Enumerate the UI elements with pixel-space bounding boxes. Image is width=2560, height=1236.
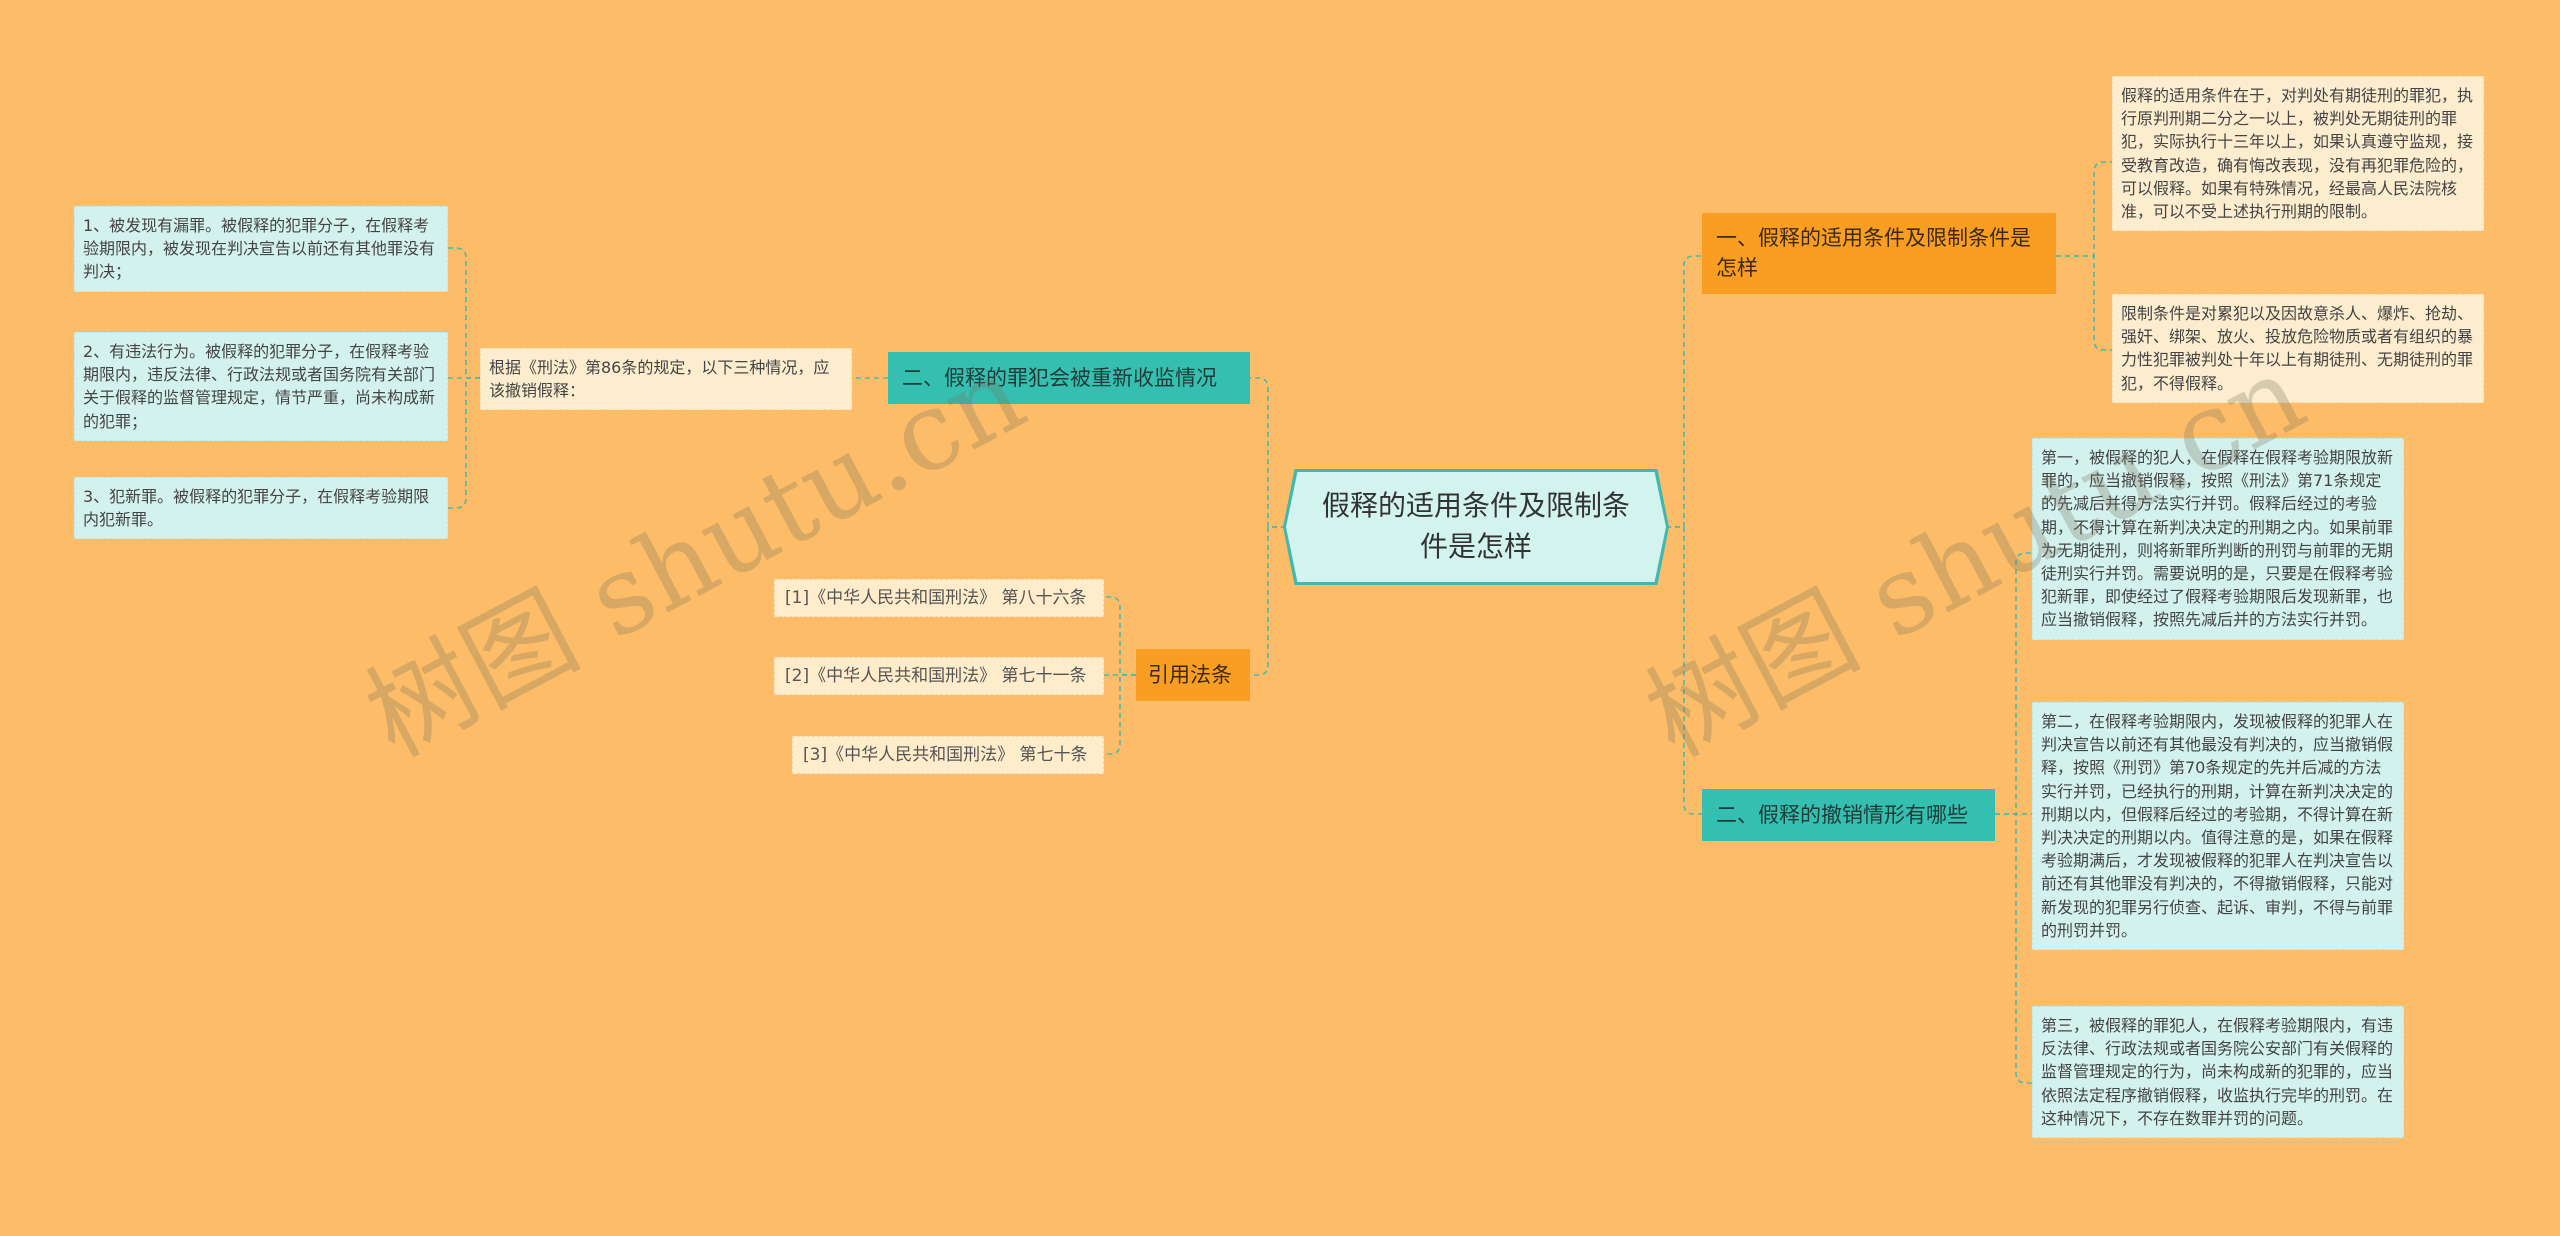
branch-reincarceration[interactable]: 二、假释的罪犯会被重新收监情况 [888,352,1250,404]
ref-article-86[interactable]: [1]《中华人民共和国刑法》 第八十六条 [774,579,1104,617]
leaf-text: 第三，被假释的罪犯人，在假释考验期限内，有违反法律、行政法规或者国务院公安部门有… [2041,1016,2394,1128]
leaf-revocation-third[interactable]: 第三，被假释的罪犯人，在假释考验期限内，有违反法律、行政法规或者国务院公安部门有… [2032,1006,2404,1138]
leaf-revocation-second[interactable]: 第二，在假释考验期限内，发现被假释的犯罪人在判决宣告以前还有其他最没有判决的，应… [2032,702,2404,950]
leaf-text: 第一，被假释的犯人，在假释在假释考验期限放新罪的，应当撤销假释，按照《刑法》第7… [2041,448,2394,630]
leaf-text: 根据《刑法》第86条的规定，以下三种情况，应该撤销假释： [489,358,830,401]
branch-cited-laws-label: 引用法条 [1148,663,1232,687]
leaf-restriction-detail[interactable]: 限制条件是对累犯以及因故意杀人、爆炸、抢劫、强奸、绑架、放火、投放危险物质或者有… [2112,294,2484,403]
branch-revocation-cases[interactable]: 二、假释的撤销情形有哪些 [1702,789,1995,841]
central-topic-label: 假释的适用条件及限制条件是怎样 [1321,489,1630,563]
ref-article-71[interactable]: [2]《中华人民共和国刑法》 第七十一条 [774,657,1104,695]
leaf-case-undiscovered-crime[interactable]: 1、被发现有漏罪。被假释的犯罪分子，在假释考验期限内，被发现在判决宣告以前还有其… [74,206,448,292]
leaf-case-illegal-behavior[interactable]: 2、有违法行为。被假释的犯罪分子，在假释考验期限内，违反法律、行政法规或者国务院… [74,332,448,441]
leaf-text: 假释的适用条件在于，对判处有期徒刑的罪犯，执行原判刑期二分之一以上，被判处无期徒… [2121,86,2474,221]
leaf-text: 2、有违法行为。被假释的犯罪分子，在假释考验期限内，违反法律、行政法规或者国务院… [83,342,436,431]
ref-text: [1]《中华人民共和国刑法》 第八十六条 [785,588,1087,608]
leaf-applicable-condition-detail[interactable]: 假释的适用条件在于，对判处有期徒刑的罪犯，执行原判刑期二分之一以上，被判处无期徒… [2112,76,2484,232]
ref-text: [3]《中华人民共和国刑法》 第七十条 [803,745,1088,765]
branch-cited-laws[interactable]: 引用法条 [1136,649,1250,701]
leaf-article-86-intro[interactable]: 根据《刑法》第86条的规定，以下三种情况，应该撤销假释： [480,348,852,411]
leaf-text: 3、犯新罪。被假释的犯罪分子，在假释考验期限内犯新罪。 [83,487,430,530]
branch-applicable-conditions-label: 一、假释的适用条件及限制条件是怎样 [1716,226,2031,281]
leaf-revocation-first[interactable]: 第一，被假释的犯人，在假释在假释考验期限放新罪的，应当撤销假释，按照《刑法》第7… [2032,438,2404,640]
leaf-text: 第二，在假释考验期限内，发现被假释的犯罪人在判决宣告以前还有其他最没有判决的，应… [2041,712,2394,940]
leaf-case-new-crime[interactable]: 3、犯新罪。被假释的犯罪分子，在假释考验期限内犯新罪。 [74,477,448,540]
branch-revocation-cases-label: 二、假释的撤销情形有哪些 [1716,803,1968,827]
branch-reincarceration-label: 二、假释的罪犯会被重新收监情况 [902,366,1217,390]
ref-text: [2]《中华人民共和国刑法》 第七十一条 [785,666,1087,686]
branch-applicable-conditions[interactable]: 一、假释的适用条件及限制条件是怎样 [1702,213,2056,294]
leaf-text: 限制条件是对累犯以及因故意杀人、爆炸、抢劫、强奸、绑架、放火、投放危险物质或者有… [2121,304,2474,393]
leaf-text: 1、被发现有漏罪。被假释的犯罪分子，在假释考验期限内，被发现在判决宣告以前还有其… [83,216,436,282]
ref-article-70[interactable]: [3]《中华人民共和国刑法》 第七十条 [792,736,1104,774]
central-topic[interactable]: 假释的适用条件及限制条件是怎样 [1286,472,1666,582]
